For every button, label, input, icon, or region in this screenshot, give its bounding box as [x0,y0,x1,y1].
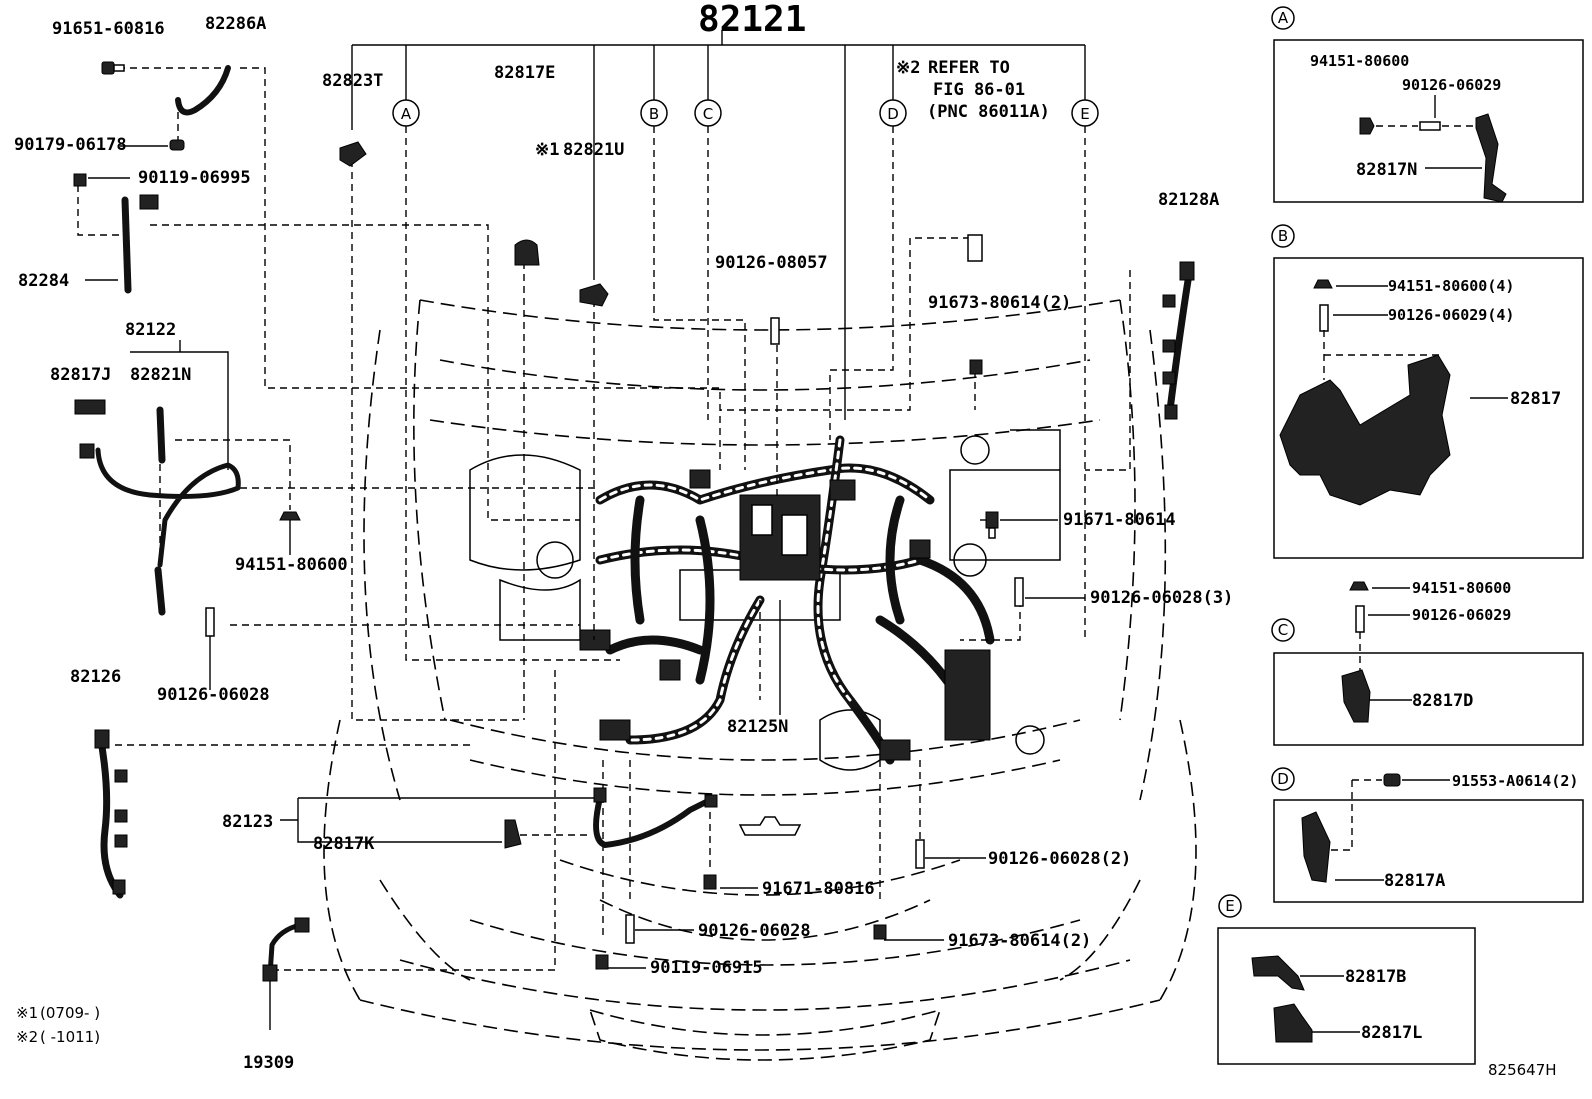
label-82821N: 82821N [130,365,191,385]
label-main-harness: 82121 [698,0,806,40]
label-91673-80614-2-top: 91673-80614(2) [928,293,1071,313]
label-82817E: 82817E [494,63,555,83]
svg-text:94151-80600: 94151-80600 [1310,52,1409,70]
svg-text:82817D: 82817D [1412,691,1473,711]
label-82817J: 82817J [50,365,111,385]
label-82122: 82122 [125,320,176,340]
label-90126-06028-3: 90126-06028(3) [1090,588,1233,608]
label-90119-06995: 90119-06995 [138,168,251,188]
engine-wire-harness-82121 [579,435,995,765]
footnotes: ※1 (0709- ) ※2 ( -1011) [16,1004,100,1046]
car-body-outline [323,299,1197,1061]
svg-text:※2: ※2 [16,1028,38,1046]
refer-note: ※2 REFER TO FIG 86-01 (PNC 86011A) [896,58,1050,122]
label-90126-06028-2: 90126-06028(2) [988,849,1131,869]
svg-text:REFER TO: REFER TO [928,58,1010,78]
inset-B: B 94151-80600(4) 90126-06029(4) 82817 [1271,224,1584,559]
svg-text:(0709- ): (0709- ) [40,1004,100,1022]
label-90179-06178: 90179-06178 [14,135,127,155]
section-marker-C: C [694,99,722,127]
svg-text:( -1011): ( -1011) [40,1028,100,1046]
svg-text:(PNC 86011A): (PNC 86011A) [927,102,1050,122]
label-91671-80614: 91671-80614 [1063,510,1176,530]
inset-D: D 91553-A0614(2) 82817A [1271,767,1584,903]
label-90119-06915: 90119-06915 [650,958,763,978]
section-marker-D: D [879,99,907,127]
reference-code: 825647H [1488,1061,1557,1079]
svg-text:E: E [1225,897,1234,915]
svg-text:82817N: 82817N [1356,160,1417,180]
small-parts [73,61,1195,982]
svg-text:82817L: 82817L [1361,1023,1422,1043]
section-marker-B: B [640,99,668,127]
svg-text:E: E [1080,105,1089,123]
svg-text:FIG 86-01: FIG 86-01 [933,80,1025,100]
inset-C: 94151-80600 90126-06029 C 82817D [1271,579,1584,746]
section-marker-A: A [392,99,420,127]
svg-text:91553-A0614(2): 91553-A0614(2) [1452,772,1578,790]
label-82125N: 82125N [727,717,788,737]
label-91651-60816: 91651-60816 [52,19,165,39]
svg-text:A: A [1278,9,1289,27]
section-marker-E: E [1071,99,1099,127]
svg-text:D: D [1277,770,1289,788]
svg-text:D: D [887,105,899,123]
inset-E: E 82817B 82817L [1217,894,1476,1065]
label-82817K: 82817K [313,834,375,854]
svg-text:90126-06029(4): 90126-06029(4) [1388,306,1514,324]
svg-text:C: C [1278,621,1288,639]
label-82821U: 82821U [563,140,624,160]
label-91673-80614-2-bottom: 91673-80614(2) [948,931,1091,951]
label-82126: 82126 [70,667,121,687]
label-82128A: 82128A [1158,190,1219,210]
svg-text:B: B [649,105,659,123]
svg-text:B: B [1278,227,1288,245]
svg-text:90126-06029: 90126-06029 [1402,76,1501,94]
svg-text:94151-80600(4): 94151-80600(4) [1388,277,1514,295]
label-82123: 82123 [222,812,273,832]
svg-text:82817A: 82817A [1384,871,1445,891]
svg-text:90126-06029: 90126-06029 [1412,606,1511,624]
label-90126-06028-bottom: 90126-06028 [698,921,811,941]
label-91671-80816: 91671-80816 [762,879,875,899]
inset-A: A 94151-80600 90126-06029 82817N [1271,6,1584,203]
label-82284: 82284 [18,271,69,291]
label-82286A: 82286A [205,14,266,34]
svg-text:※2: ※2 [896,58,920,78]
svg-text:82817B: 82817B [1345,967,1406,987]
svg-text:94151-80600: 94151-80600 [1412,579,1511,597]
label-90126-06028-left: 90126-06028 [157,685,270,705]
label-90126-08057: 90126-08057 [715,253,828,273]
label-82821U-mark: ※1 [535,140,559,160]
label-19309: 19309 [243,1053,294,1073]
leader-lines [77,30,1131,1030]
svg-text:A: A [401,105,412,123]
svg-text:※1: ※1 [16,1004,38,1022]
part-labels: 82121 91651-60816 82286A 90179-06178 901… [14,0,1233,1073]
svg-text:C: C [703,105,713,123]
label-82823T: 82823T [322,71,383,91]
svg-text:82817: 82817 [1510,389,1561,409]
label-94151-80600-left: 94151-80600 [235,555,348,575]
